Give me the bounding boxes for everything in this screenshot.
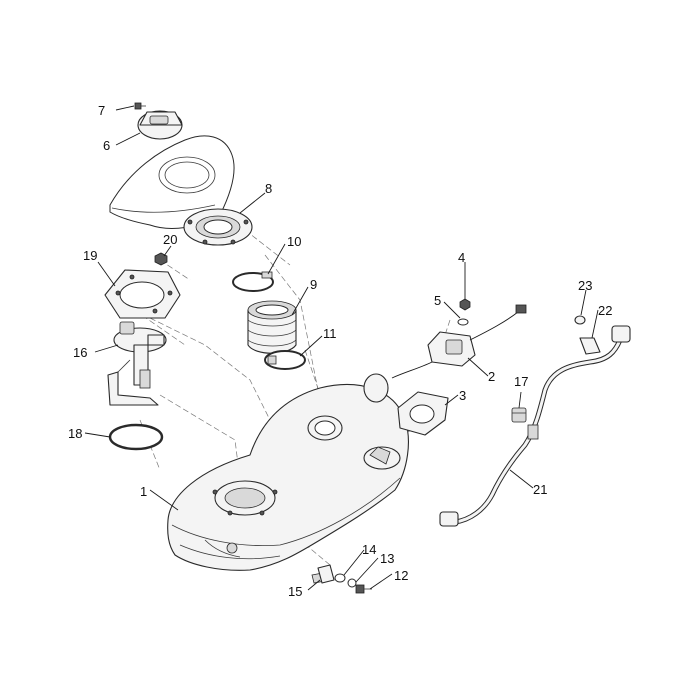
filler-hose-part-9: [247, 300, 297, 354]
filler-cap-part-6: [137, 110, 183, 140]
pump-gasket-plate-part-19: [104, 269, 181, 319]
sender-gasket-part-3: [397, 391, 449, 436]
bracket-part-15: [317, 564, 335, 584]
hose-clamp-part-10: [232, 271, 274, 292]
callout-1: 1: [140, 484, 147, 499]
callout-3: 3: [459, 388, 466, 403]
callout-4: 4: [458, 250, 465, 265]
callout-11: 11: [323, 326, 337, 341]
callout-2: 2: [488, 369, 495, 384]
washer-part-5: [457, 318, 469, 326]
callout-20: 20: [163, 232, 177, 247]
tank-cover-fairing: [109, 135, 235, 229]
callout-19: 19: [83, 248, 97, 263]
callout-5: 5: [434, 293, 441, 308]
hose-clamp-part-11: [264, 350, 306, 370]
callout-14: 14: [362, 542, 376, 557]
fuel-pump-part-16: [107, 321, 167, 406]
screw-part-7: [134, 102, 146, 110]
callout-12: 12: [394, 568, 408, 583]
callout-9: 9: [310, 277, 317, 292]
callout-17: 17: [514, 374, 528, 389]
fuel-level-sender-part-2: [363, 304, 527, 403]
callout-15: 15: [288, 584, 302, 599]
clip-part-23: [574, 315, 586, 325]
callout-8: 8: [265, 181, 272, 196]
hose-sleeve-part-22: [579, 337, 601, 355]
callout-6: 6: [103, 138, 110, 153]
o-ring-part-18: [108, 423, 164, 451]
fuel-line-part-21: [439, 325, 631, 527]
callout-leader-lines: [84, 105, 599, 591]
filler-neck-flange-part-8: [183, 208, 253, 246]
callout-7: 7: [98, 103, 105, 118]
callout-10: 10: [287, 234, 301, 249]
callout-13: 13: [380, 551, 394, 566]
bolt-part-12: [355, 584, 372, 594]
callout-labels: 7 6 8 10 9 11 20 19 16 18 1 4 5 2 3 17 2…: [68, 103, 612, 599]
callout-16: 16: [73, 345, 87, 360]
connector-part-17: [511, 407, 527, 423]
callout-21: 21: [533, 482, 547, 497]
washer-part-13: [347, 578, 357, 588]
callout-22: 22: [598, 303, 612, 318]
spacer-part-14: [334, 573, 346, 583]
nut-part-4: [459, 298, 471, 311]
callout-18: 18: [68, 426, 82, 441]
callout-23: 23: [578, 278, 592, 293]
